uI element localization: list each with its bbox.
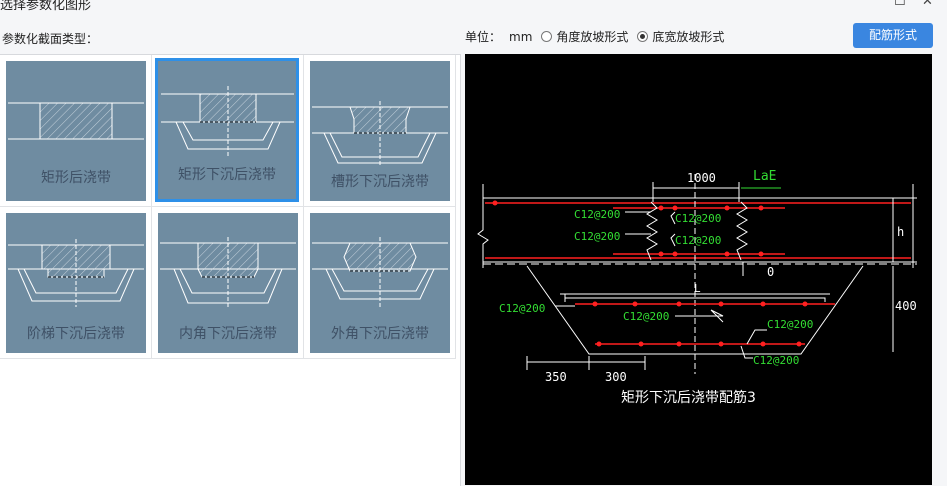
tile-inner-corner-sunken-post-cast[interactable]: 内角下沉后浇带 <box>152 207 304 359</box>
tile-rect-sunken-post-cast[interactable]: 矩形下沉后浇带 <box>152 55 304 207</box>
rebar-label: C12@200 <box>753 354 799 367</box>
unit-label: 单位： <box>465 30 502 44</box>
tile-step-sunken-post-cast[interactable]: 阶梯下沉后浇带 <box>0 207 152 359</box>
tile-label: 外角下沉后浇带 <box>331 326 429 342</box>
dim-350: 350 <box>545 370 567 384</box>
rebar-label: C12@200 <box>675 234 721 247</box>
tile-label: 矩形后浇带 <box>41 170 111 186</box>
tile-thumbnail: 矩形后浇带 <box>6 61 146 201</box>
slope-width-label[interactable]: 底宽放坡形式 <box>652 30 725 44</box>
unit-row: 单位： mm 角度放坡形式 底宽放坡形式 <box>465 28 724 45</box>
slope-angle-label[interactable]: 角度放坡形式 <box>556 30 629 44</box>
tile-thumbnail: 矩形下沉后浇带 <box>155 58 299 202</box>
trough-sunken-post-cast-icon <box>312 101 448 165</box>
tile-label: 矩形下沉后浇带 <box>178 167 276 183</box>
rebar-label: C12@200 <box>574 208 620 221</box>
tile-label: 阶梯下沉后浇带 <box>27 326 125 342</box>
window-title: 选择参数化图形 <box>0 0 92 13</box>
rebar-label: C12@200 <box>499 302 545 315</box>
tile-thumbnail: 阶梯下沉后浇带 <box>6 213 146 353</box>
rebar-label: C12@200 <box>767 318 813 331</box>
maximize-icon[interactable]: ☐ <box>894 0 906 9</box>
section-type-label: 参数化截面类型： <box>2 32 99 46</box>
dim-lae: LaE <box>753 169 776 184</box>
tile-outer-corner-sunken-post-cast[interactable]: 外角下沉后浇带 <box>304 207 456 359</box>
unit-value: mm <box>509 29 533 44</box>
dim-l: L <box>694 282 701 295</box>
tile-thumbnail: 外角下沉后浇带 <box>310 213 450 353</box>
dim-depth: 400 <box>895 299 917 313</box>
rebar-label: C12@200 <box>574 230 620 243</box>
preview-canvas: 1000 LaE h 0 L 400 350 300 C12@200 C12@2… <box>465 54 932 485</box>
title-bar: 选择参数化图形 ☐ ✕ <box>0 0 947 14</box>
slope-angle-radio[interactable] <box>541 31 553 42</box>
dim-h: h <box>897 225 904 239</box>
inner-corner-sunken-post-cast-icon <box>160 237 296 309</box>
rebar-label: C12@200 <box>675 212 721 225</box>
step-sunken-post-cast-icon <box>8 239 144 307</box>
dim-zero: 0 <box>767 265 774 279</box>
slope-width-radio[interactable] <box>637 31 649 42</box>
tile-trough-sunken-post-cast[interactable]: 槽形下沉后浇带 <box>304 55 456 207</box>
section-gallery: 矩形后浇带 矩形下沉后浇带 <box>0 54 461 486</box>
rebar-label: C12@200 <box>623 310 669 323</box>
rect-post-cast-icon <box>8 102 144 140</box>
rect-sunken-post-cast-icon <box>161 86 294 157</box>
tile-thumbnail: 槽形下沉后浇带 <box>310 61 450 201</box>
dim-300: 300 <box>605 370 627 384</box>
outer-corner-sunken-post-cast-icon <box>312 237 448 307</box>
tile-thumbnail: 内角下沉后浇带 <box>158 213 298 353</box>
dim-width: 1000 <box>687 171 716 185</box>
tile-label: 内角下沉后浇带 <box>179 326 277 342</box>
tile-label: 槽形下沉后浇带 <box>331 174 429 190</box>
preview-drawing: 1000 LaE h 0 L 400 350 300 C12@200 C12@2… <box>477 169 917 406</box>
preview-caption: 矩形下沉后浇带配筋3 <box>621 389 756 406</box>
rebar-form-button[interactable]: 配筋形式 <box>853 23 933 48</box>
tile-rect-post-cast[interactable]: 矩形后浇带 <box>0 55 152 207</box>
close-icon[interactable]: ✕ <box>922 0 933 9</box>
